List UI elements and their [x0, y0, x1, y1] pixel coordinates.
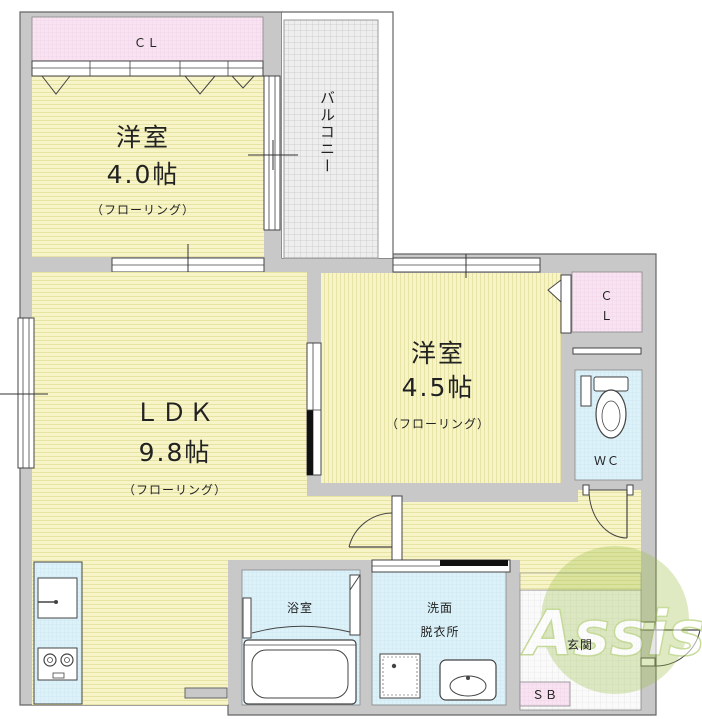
room2-floor: （フローリング）	[386, 417, 490, 431]
shoe-box-label: ＳＢ	[532, 688, 558, 702]
ldk-size: 9.8帖	[139, 438, 212, 467]
window-room1-balcony	[248, 75, 298, 231]
ldk-name: ＬＤＫ	[134, 398, 215, 427]
washroom-label-1: 洗面	[427, 601, 453, 615]
toilet-label: ＷＣ	[594, 454, 620, 468]
balcony	[282, 11, 394, 259]
room1-name: 洋室	[116, 123, 170, 152]
ldk-floor: （フローリング）	[123, 483, 227, 497]
ldk	[0, 272, 641, 705]
toilet-room	[574, 369, 643, 539]
closet-top-label: ＣＬ	[134, 36, 160, 50]
balcony-label: バルコニー	[318, 90, 336, 175]
labels: ＣＬ 洋室 4.0帖 （フローリング） バルコニー 洋室 4.5帖 （フローリン…	[91, 36, 620, 702]
closet-right-label-2: Ｌ	[600, 309, 613, 323]
closet-right-label-1: Ｃ	[600, 289, 613, 303]
svg-text:Assist: Assist	[520, 597, 702, 670]
room2-name: 洋室	[411, 339, 465, 368]
washroom-label-2: 脱衣所	[420, 624, 459, 639]
entrance	[519, 572, 701, 711]
bathroom-label: 浴室	[287, 600, 313, 615]
entrance-label: 玄関	[567, 637, 593, 652]
washroom	[371, 559, 511, 706]
room2-size: 4.5帖	[402, 373, 475, 402]
western-room-2	[306, 254, 572, 483]
shelf	[572, 347, 642, 355]
room1-size: 4.0帖	[107, 160, 180, 189]
closet-right	[571, 271, 643, 333]
bathroom	[241, 569, 361, 706]
western-room-1	[31, 60, 264, 257]
room1-floor: （フローリング）	[91, 203, 195, 217]
watermark-logo: Assist	[519, 546, 702, 694]
